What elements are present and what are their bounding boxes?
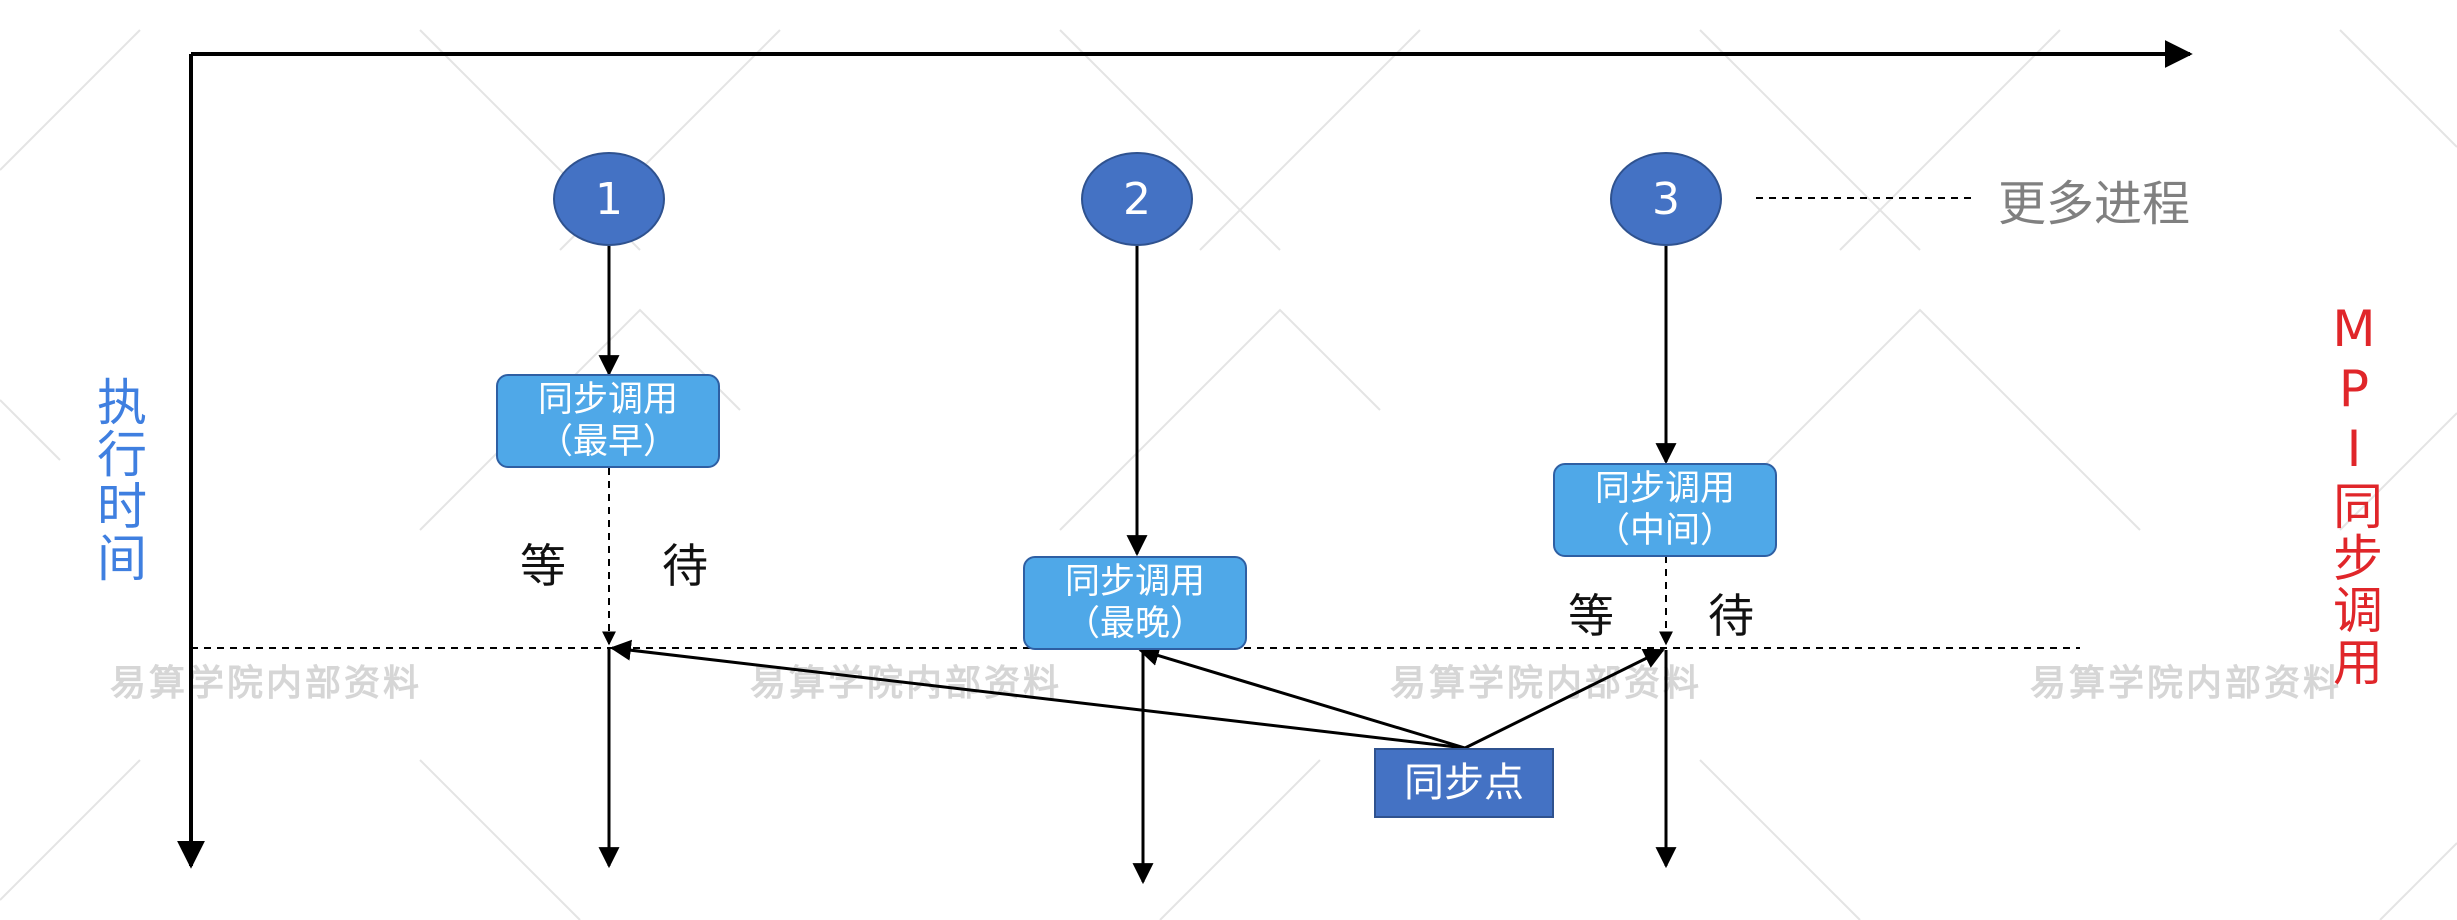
process-node-2: 2 <box>1081 152 1193 246</box>
wait-label-1b: 待 <box>662 539 708 593</box>
sync-call-timing: （最早） <box>537 422 678 462</box>
sync-point-box: 同步点 <box>1374 748 1554 818</box>
watermark-text: 易算学院内部资料 <box>1390 663 1703 704</box>
sync-arrow-to-process-1 <box>609 639 1466 750</box>
sync-call-label: 同步调用 <box>537 380 678 420</box>
process-node-1: 1 <box>553 152 665 246</box>
mpi-sync-title: MPI同步调用 <box>2325 300 2383 688</box>
sync-call-box-middle: 同步调用 （中间） <box>1553 463 1777 557</box>
execution-time-label: 执行时间 <box>89 376 147 584</box>
sync-call-label: 同步调用 <box>1594 469 1735 509</box>
sync-call-box-earliest: 同步调用 （最早） <box>496 374 720 468</box>
sync-arrow-to-process-2 <box>1137 645 1466 750</box>
more-processes-label: 更多进程 <box>1998 176 2191 232</box>
sync-arrow-to-process-3 <box>1464 648 1665 750</box>
process-node-3: 3 <box>1610 152 1722 246</box>
sync-call-timing: （中间） <box>1594 511 1735 551</box>
sync-call-box-latest: 同步调用 （最晚） <box>1023 556 1247 650</box>
wait-label-3b: 待 <box>1708 589 1754 643</box>
wait-label-1a: 等 <box>520 539 566 593</box>
watermark-text: 易算学院内部资料 <box>2030 663 2343 704</box>
watermark-text: 易算学院内部资料 <box>110 663 423 704</box>
sync-call-label: 同步调用 <box>1064 562 1205 602</box>
wait-label-3a: 等 <box>1568 589 1614 643</box>
sync-call-timing: （最晚） <box>1064 604 1205 644</box>
